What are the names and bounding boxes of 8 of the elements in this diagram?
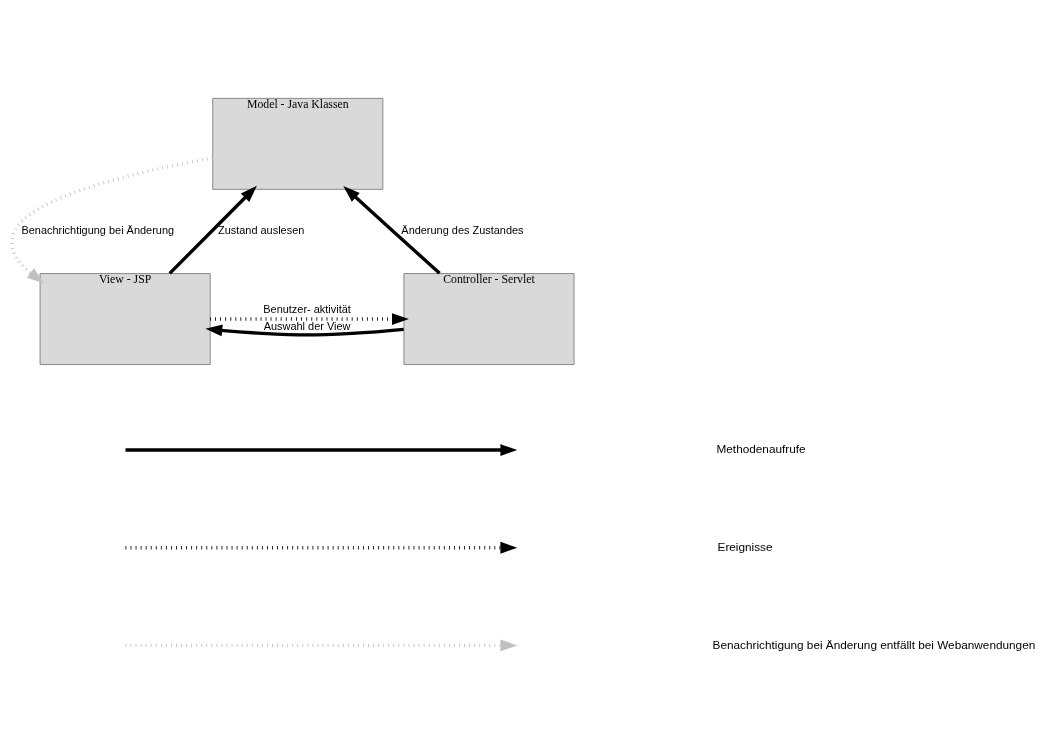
legend-label: Benachrichtigung bei Änderung entfällt bei Webanwendungen (712, 637, 1036, 651)
edge-label: Auswahl der View (263, 320, 351, 333)
legend-label: Methodenaufrufe (716, 442, 806, 456)
edge-label: Änderung des Zustandes (401, 224, 524, 237)
edge-label: Benachrichtigung bei Änderung (21, 224, 175, 237)
edge-label: Zustand auslesen (217, 224, 305, 237)
legend-label: Ereignisse (717, 539, 773, 553)
edge-label: Benutzer- aktivität (263, 303, 351, 316)
